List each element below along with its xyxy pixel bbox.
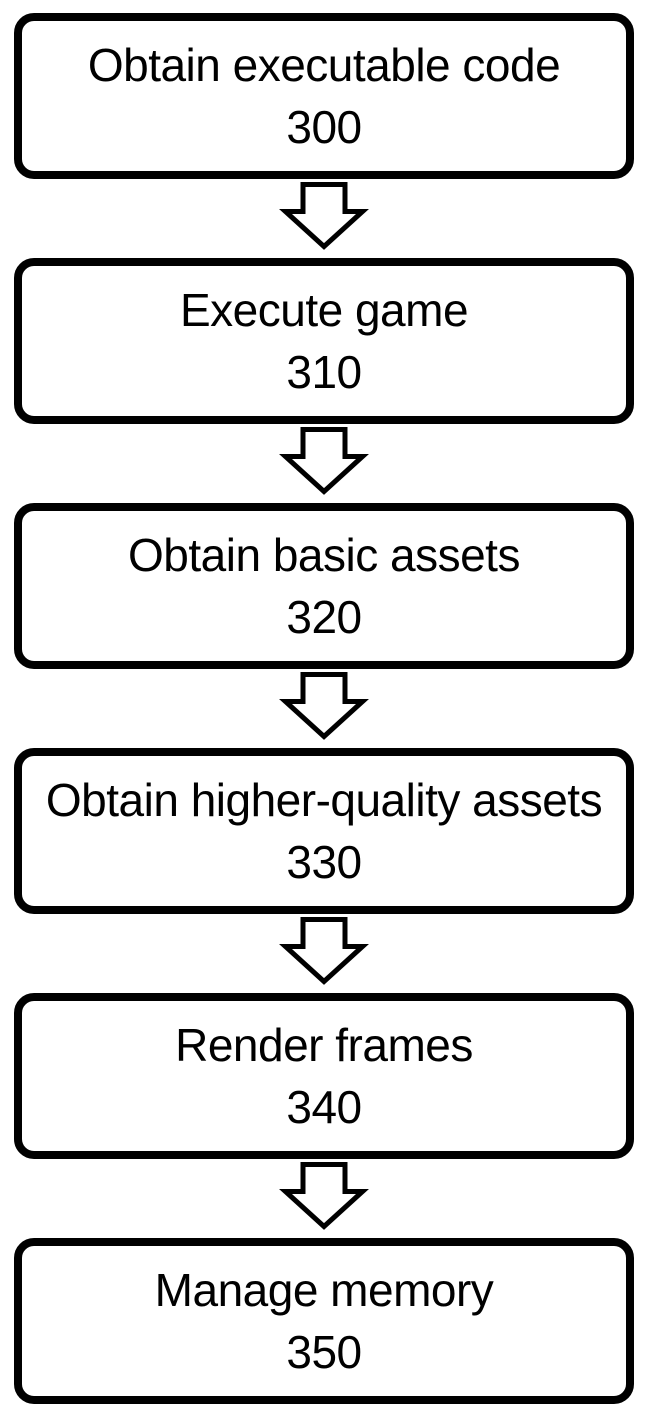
down-arrow-icon (279, 917, 369, 985)
down-arrow-icon (279, 182, 369, 250)
down-arrow-icon (279, 427, 369, 495)
step-number: 330 (286, 835, 362, 888)
step-number: 350 (286, 1325, 362, 1378)
step-number: 300 (286, 100, 362, 153)
step-number: 320 (286, 590, 362, 643)
step-label: Obtain basic assets (128, 528, 520, 581)
step-label: Obtain executable code (87, 38, 561, 91)
flow-step-obtain-higher-quality-assets: Obtain higher-quality assets 330 (14, 748, 634, 914)
flow-step-render-frames: Render frames 340 (14, 993, 634, 1159)
flowchart: Obtain executable code 300 Execute game … (14, 0, 634, 1404)
step-label: Obtain higher-quality assets (45, 773, 603, 826)
flow-step-obtain-basic-assets: Obtain basic assets 320 (14, 503, 634, 669)
flow-step-manage-memory: Manage memory 350 (14, 1238, 634, 1404)
down-arrow-icon (279, 672, 369, 740)
step-number: 340 (286, 1080, 362, 1133)
step-label: Manage memory (154, 1263, 494, 1316)
step-label: Execute game (179, 283, 469, 336)
step-number: 310 (286, 345, 362, 398)
step-label: Render frames (175, 1018, 473, 1071)
flow-step-obtain-executable-code: Obtain executable code 300 (14, 13, 634, 179)
flow-step-execute-game: Execute game 310 (14, 258, 634, 424)
down-arrow-icon (279, 1162, 369, 1230)
